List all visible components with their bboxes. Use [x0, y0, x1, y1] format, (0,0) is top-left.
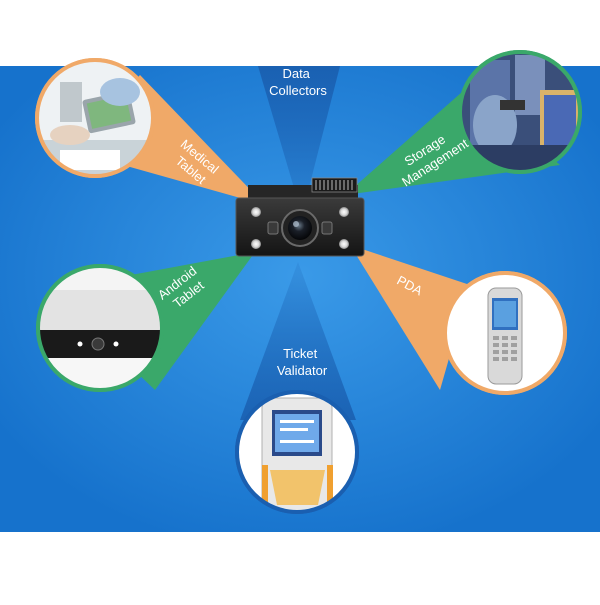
led-icon	[251, 207, 261, 217]
led-icon	[251, 239, 261, 249]
label-data-collectors: Data Collectors	[269, 66, 327, 98]
led-icon	[339, 207, 349, 217]
beam-ticket-validator	[240, 262, 356, 420]
scanner-engine-module	[235, 177, 365, 257]
medical-tablet-photo	[35, 58, 155, 178]
android-tablet-photo	[36, 264, 164, 392]
beam-data-collectors	[258, 66, 340, 215]
ticket-validator-photo	[235, 390, 359, 514]
beam-pda	[350, 245, 470, 390]
label-ticket-validator: Ticket Validator	[277, 346, 328, 378]
led-icon	[339, 239, 349, 249]
camera-lens-icon	[288, 216, 312, 240]
pda-photo	[443, 271, 567, 395]
